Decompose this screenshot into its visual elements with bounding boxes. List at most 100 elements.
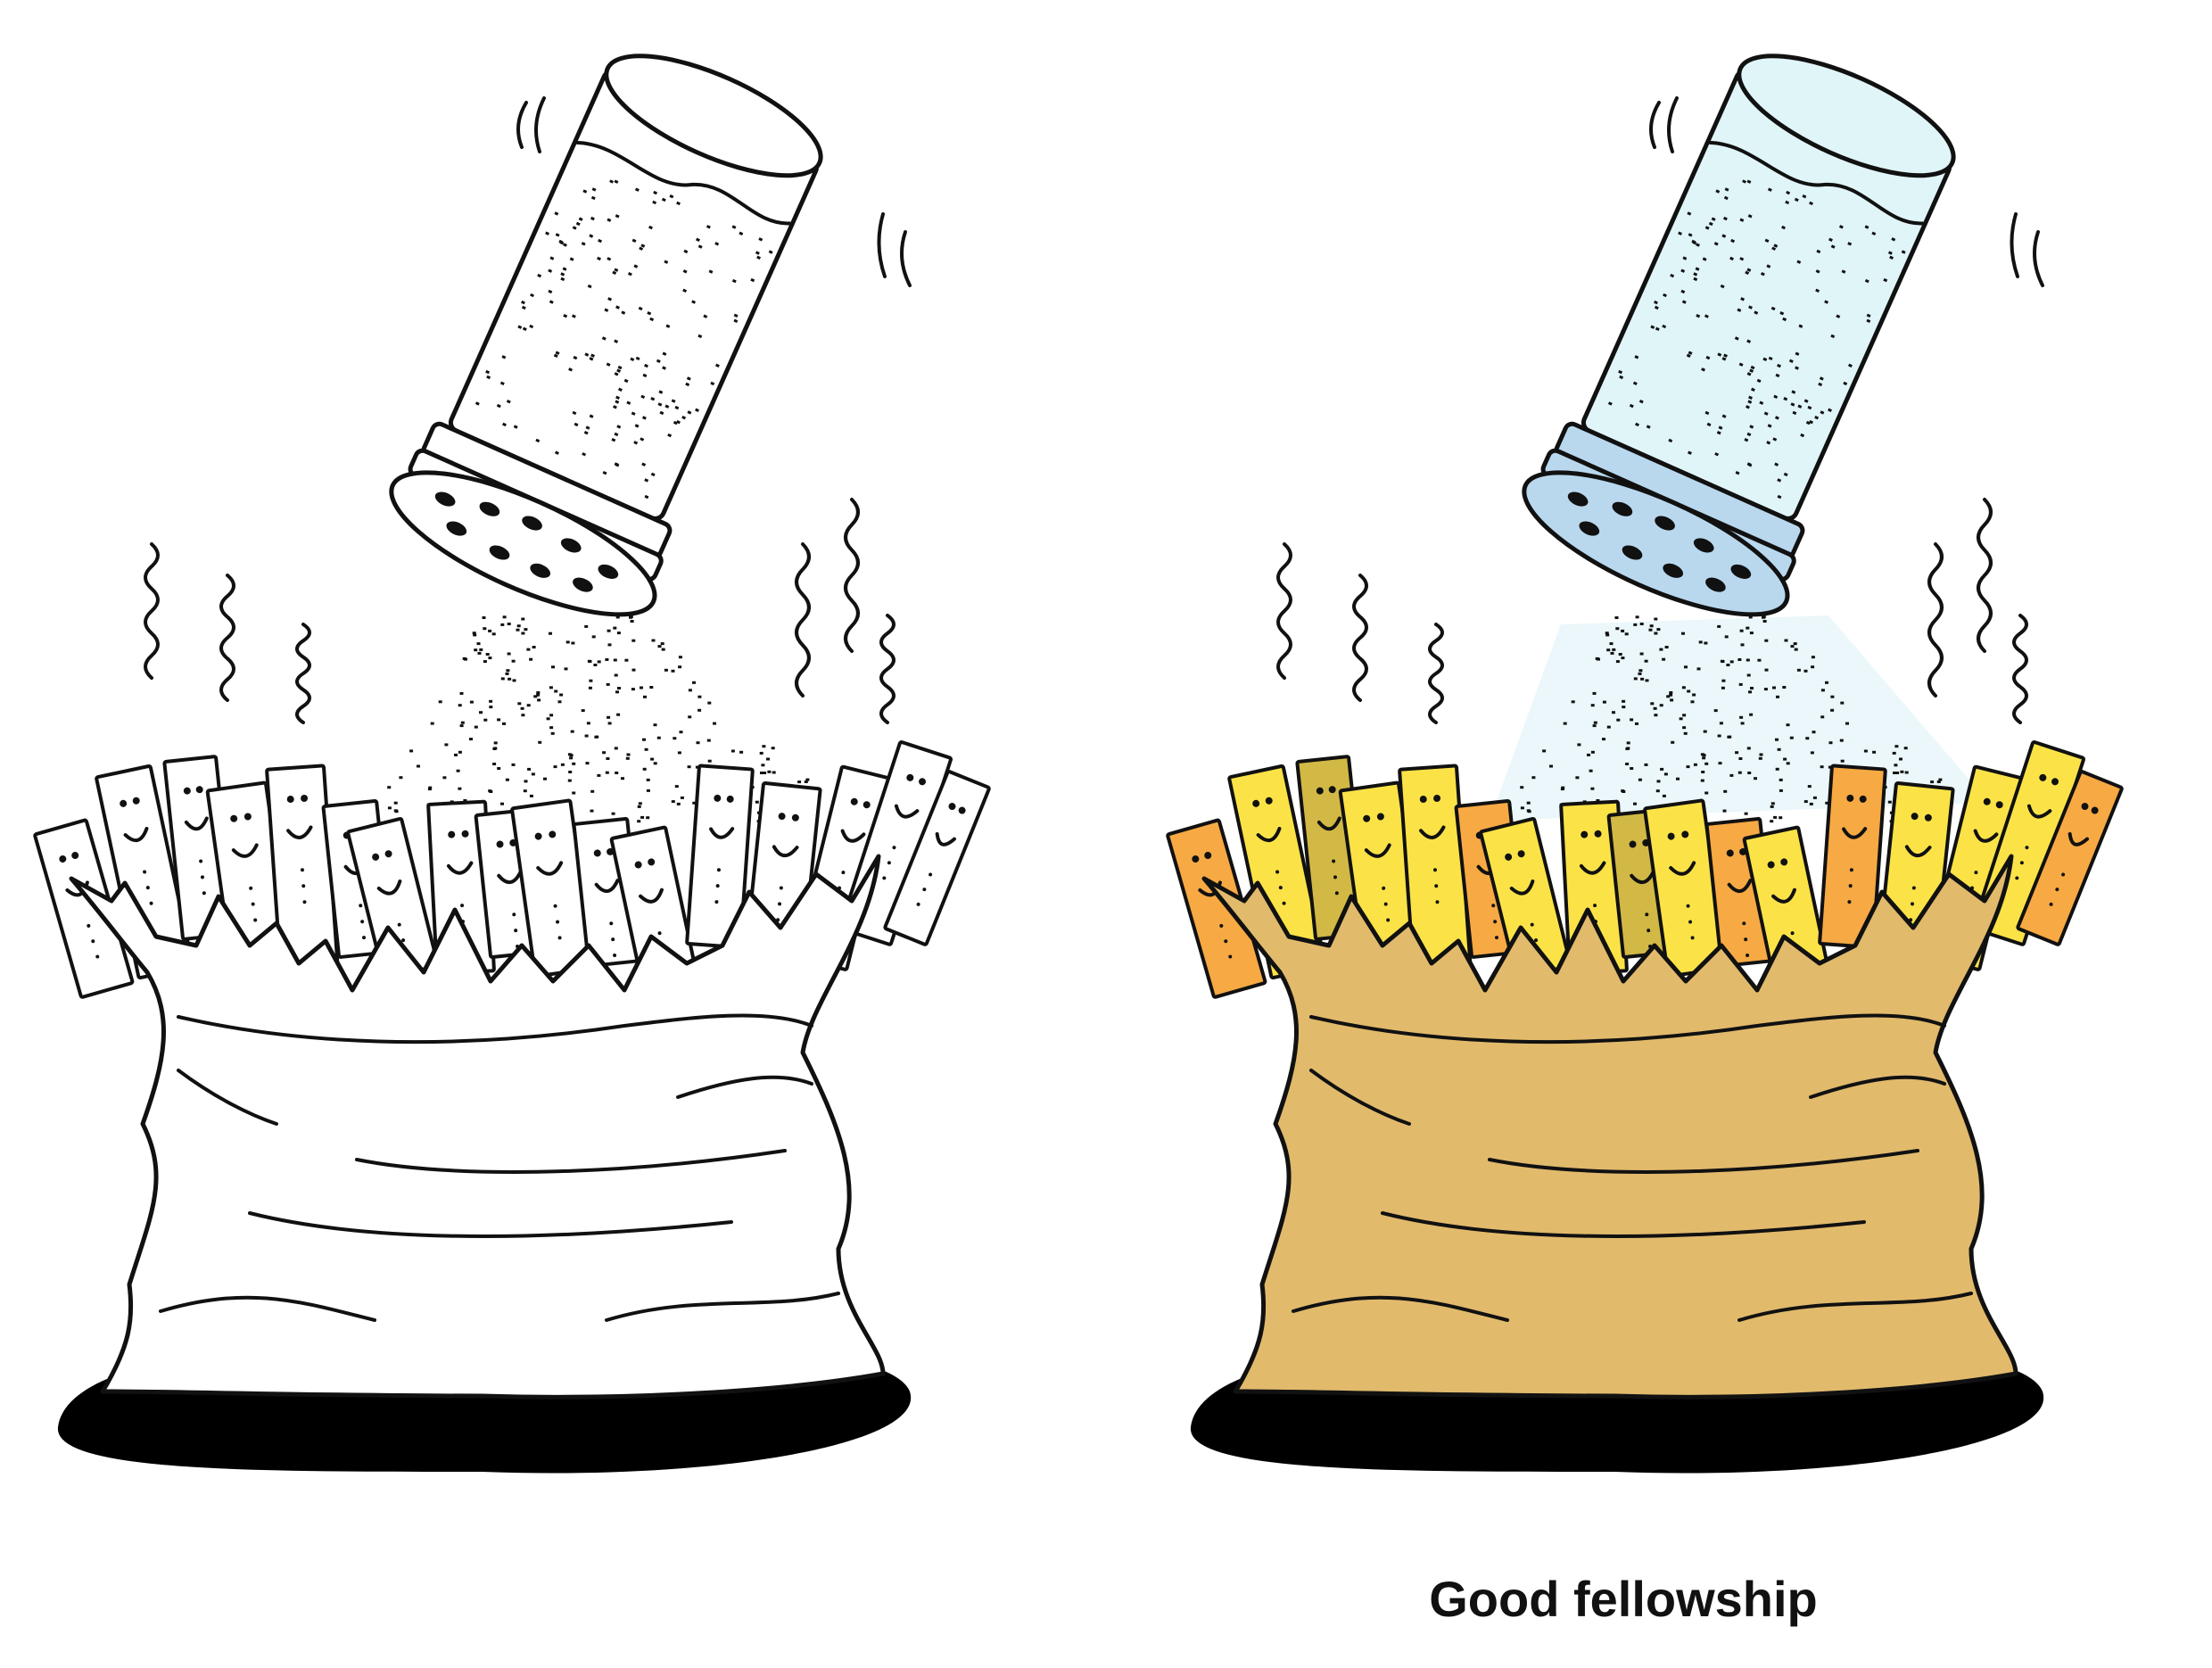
shaker-hole <box>489 545 510 560</box>
fry-eye <box>1363 814 1371 822</box>
fry-eye <box>183 787 191 795</box>
shaker-top-rim <box>1737 54 1956 178</box>
sack-fold-line <box>177 1069 278 1126</box>
sack-fold-line <box>676 1075 813 1099</box>
fry-eye <box>1911 813 1919 821</box>
steam-icon <box>1428 623 1444 724</box>
fry-smile <box>1842 827 1868 839</box>
fry-eye <box>1983 797 1991 805</box>
fry-eye <box>286 796 294 804</box>
shake-motion-mark <box>900 230 912 287</box>
fry-eye <box>1204 852 1212 860</box>
fry-eye <box>791 813 799 822</box>
steam-icon <box>879 614 896 724</box>
fry-eye <box>1581 830 1589 838</box>
fry-eye <box>919 778 927 786</box>
fry-eye <box>1667 832 1675 840</box>
fry-smile <box>1630 870 1655 884</box>
fry-smile <box>1579 861 1606 875</box>
fry-smile <box>2068 831 2089 846</box>
fry-eye <box>778 813 786 821</box>
fry-smile <box>2026 804 2052 819</box>
salt-shaker-icon <box>1522 54 1956 617</box>
shaker-hole <box>1612 501 1633 516</box>
shaker-hole <box>446 521 467 536</box>
shaker-hole <box>1622 545 1643 560</box>
salt-level <box>576 140 791 226</box>
steam-icon <box>144 542 160 680</box>
fry-eye <box>948 803 956 811</box>
fry-smile <box>594 879 620 893</box>
fries-group <box>33 740 991 999</box>
shaker-lid-face <box>1522 470 1790 617</box>
fry-smile <box>1364 843 1391 858</box>
fry-eye <box>726 795 734 803</box>
fry-smile <box>1973 829 1999 843</box>
steam-icon <box>219 574 235 702</box>
fry-eye <box>372 853 380 861</box>
fry-smile <box>536 861 564 876</box>
sack-fold-line <box>1309 1069 1411 1126</box>
fry-eye <box>448 830 456 838</box>
fry-eye <box>59 855 67 863</box>
fry-eye <box>1780 858 1788 866</box>
fry-smile <box>840 829 866 843</box>
french-fry-icon <box>685 764 755 949</box>
colored-version-panel <box>1166 54 2124 1474</box>
fry-eye <box>1859 795 1867 803</box>
fry-eye <box>1767 861 1775 869</box>
fry-eye <box>120 799 128 807</box>
fry-eye <box>2091 806 2099 814</box>
french-fry-icon <box>609 825 698 989</box>
fry-eye <box>1252 799 1260 807</box>
fry-eye <box>1726 849 1734 857</box>
fry-eye <box>71 852 79 860</box>
fry-smile <box>376 879 402 896</box>
sack-fold-line <box>1737 1292 1973 1322</box>
shaker-hole <box>479 501 500 516</box>
fry-smile <box>1419 825 1446 839</box>
fry-eye <box>1192 855 1200 863</box>
fry-smile <box>1727 879 1753 893</box>
shake-motion-mark <box>1667 96 1679 153</box>
fry-eye <box>496 840 504 848</box>
fry-eye <box>1517 850 1525 858</box>
sack-fold-line <box>605 1292 840 1322</box>
fry-smile <box>935 831 956 846</box>
fry-eye <box>243 813 252 821</box>
fry-smile <box>1669 861 1696 876</box>
steam-icon <box>1977 498 1993 653</box>
shaker-hole <box>1567 491 1589 507</box>
shake-motion-mark <box>2010 212 2019 278</box>
fry-eye <box>2051 778 2059 786</box>
shaker-hole <box>1693 538 1714 553</box>
sack-icon <box>69 854 886 1400</box>
shaker-lid-face <box>389 470 657 617</box>
caption-text: Good fellowship <box>1429 1571 1818 1627</box>
steam-icon <box>795 542 811 698</box>
fry-eye <box>1316 787 1324 795</box>
sack-fold-line <box>1292 1295 1509 1322</box>
fry-smile <box>123 826 149 843</box>
french-fry-icon <box>883 770 991 946</box>
fry-eye <box>132 797 140 805</box>
salt-shaker-icon <box>389 54 823 617</box>
shake-motion-mark <box>516 101 528 149</box>
sack-fold-line <box>1381 1211 1866 1238</box>
shaker-hole <box>1579 521 1600 536</box>
fry-eye <box>863 801 871 809</box>
shaker-hole <box>434 491 456 507</box>
fry-eye <box>1419 796 1427 804</box>
fry-smile <box>1256 826 1282 843</box>
fry-eye <box>1924 813 1932 822</box>
fry-eye <box>461 830 469 838</box>
shake-motion-mark <box>2033 230 2044 287</box>
sack-fold-line <box>248 1211 733 1238</box>
fry-smile <box>446 861 474 875</box>
sack-fold-line <box>1488 1149 1919 1174</box>
shaker-top-rim <box>604 54 823 178</box>
fry-eye <box>1594 830 1602 838</box>
sack-fold-line <box>1309 1013 1946 1045</box>
fry-eye <box>301 794 309 802</box>
fry-smile <box>1771 888 1796 904</box>
